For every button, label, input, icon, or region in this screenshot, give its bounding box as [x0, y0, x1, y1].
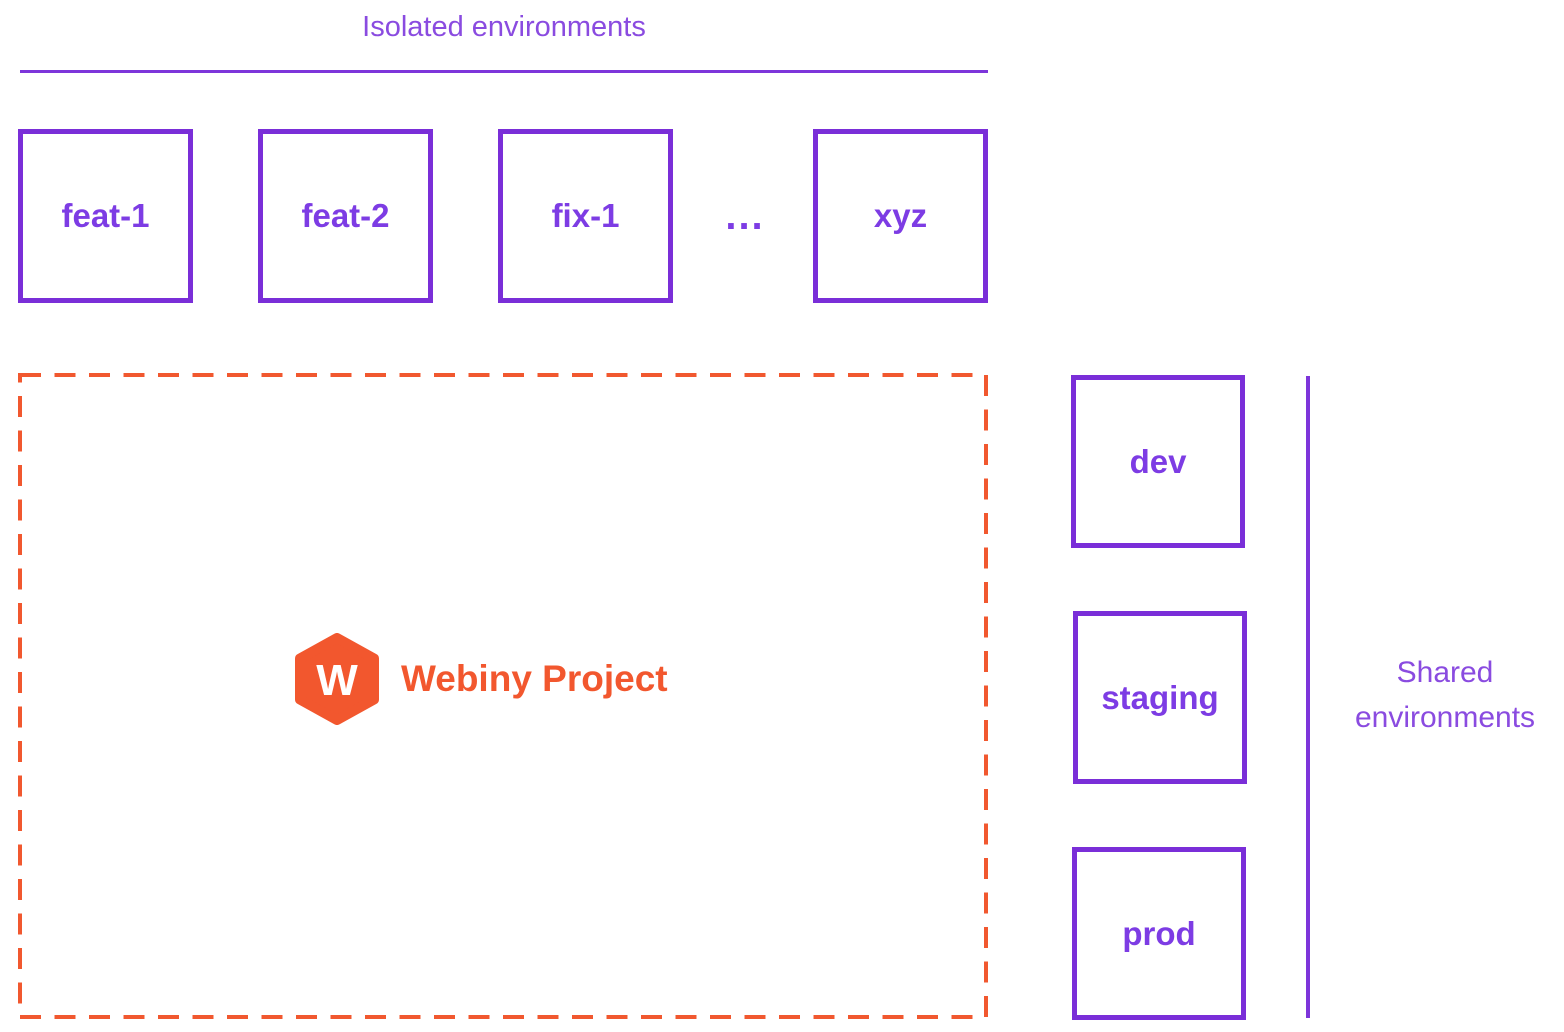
env-box-staging: staging	[1073, 611, 1247, 784]
shared-environments-title-line1: Shared	[1396, 656, 1494, 689]
env-box-prod-label: prod	[1122, 914, 1196, 952]
webiny-project: W Webiny Project	[295, 633, 668, 725]
shared-environments-title-line2: environments	[1354, 701, 1536, 734]
webiny-hexagon-logo-icon: W	[295, 633, 379, 725]
webiny-project-label: Webiny Project	[401, 658, 668, 699]
shared-environments-title: Shared environments	[1326, 650, 1564, 740]
env-box-dev-label: dev	[1129, 442, 1187, 480]
env-box-fix-1: fix-1	[498, 129, 673, 303]
env-box-staging-label: staging	[1101, 678, 1219, 716]
env-box-xyz-label: xyz	[873, 197, 928, 234]
env-box-feat-2: feat-2	[258, 129, 433, 303]
env-box-feat-2-label: feat-2	[301, 197, 390, 234]
env-box-fix-1-label: fix-1	[551, 197, 620, 234]
webiny-project-dashed-boundary	[18, 373, 988, 1019]
ellipsis-more-environments: ...	[725, 193, 765, 238]
env-box-feat-1: feat-1	[18, 129, 193, 303]
isolated-environments-title: Isolated environments	[362, 11, 646, 43]
isolated-environments-divider-line	[20, 70, 988, 73]
env-box-xyz: xyz	[813, 129, 988, 303]
webiny-logo-letter: W	[316, 656, 358, 705]
env-box-dev: dev	[1071, 375, 1245, 548]
shared-environments-divider-line	[1306, 376, 1310, 1018]
env-box-feat-1-label: feat-1	[61, 197, 150, 234]
env-box-prod: prod	[1072, 847, 1246, 1020]
